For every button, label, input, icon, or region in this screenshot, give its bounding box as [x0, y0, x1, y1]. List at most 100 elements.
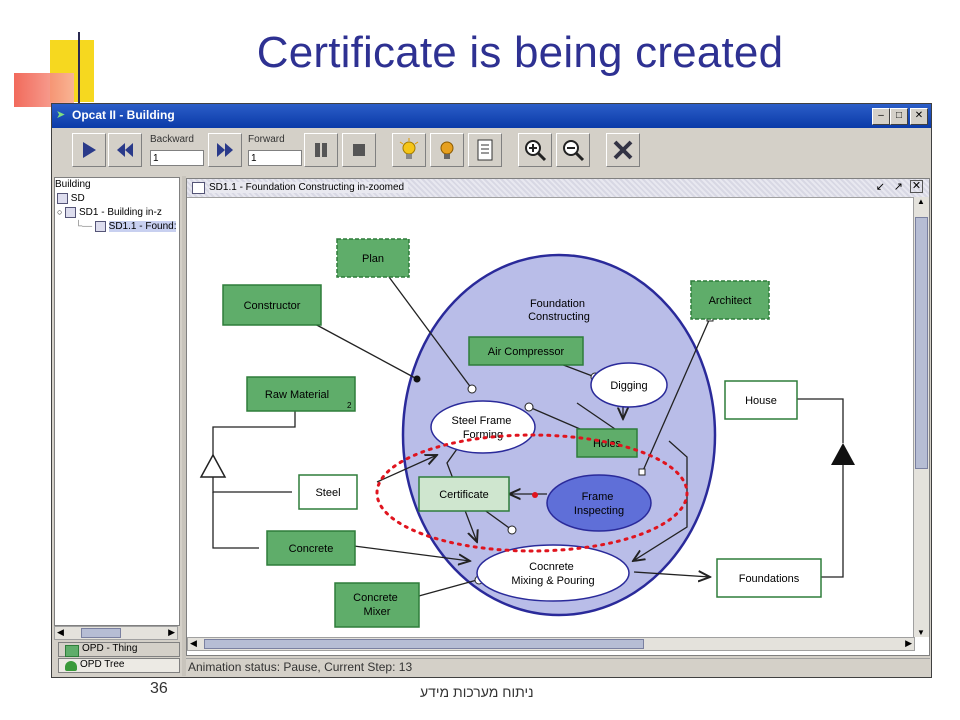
- backward-input[interactable]: [150, 150, 204, 166]
- object-architect[interactable]: Architect: [690, 280, 770, 320]
- tree-item-sd1[interactable]: ○ SD1 - Building in-z: [57, 207, 162, 218]
- object-plan[interactable]: Plan: [336, 238, 410, 278]
- tree-item-label: SD: [70, 193, 85, 205]
- diagram-icon: [57, 193, 68, 204]
- opd-diagram: Foundation Constructing: [199, 238, 855, 628]
- process-steel-frame-forming[interactable]: Steel Frame Forming: [430, 400, 536, 454]
- document-list-icon: [477, 139, 493, 161]
- slide-decoration-red: [14, 73, 74, 107]
- animation-status-text: Animation status: Pause, Current Step: 1…: [188, 660, 413, 674]
- object-foundations[interactable]: Foundations: [716, 558, 822, 598]
- panel-splitter[interactable]: [182, 176, 186, 676]
- close-icon[interactable]: ✕: [910, 180, 923, 193]
- tree-item-label: SD1.1 - Found:: [108, 221, 177, 233]
- scroll-up-icon[interactable]: ▲: [917, 197, 925, 206]
- tree-item-label: Building: [55, 179, 91, 190]
- maximize-button[interactable]: □: [890, 108, 908, 125]
- stop-button[interactable]: [342, 133, 376, 167]
- scroll-thumb[interactable]: [81, 628, 121, 638]
- minimize-icon[interactable]: ↙: [875, 181, 885, 193]
- object-label: Raw Material: [265, 389, 329, 401]
- agent-link-dot: [413, 375, 421, 383]
- object-air-compressor[interactable]: Air Compressor: [468, 336, 584, 366]
- zoom-in-button[interactable]: [518, 133, 552, 167]
- stop-animation-button[interactable]: [606, 133, 640, 167]
- diagram-window-titlebar[interactable]: SD1.1 - Foundation Constructing in-zoome…: [187, 179, 929, 198]
- object-steel[interactable]: Steel: [298, 474, 358, 510]
- rewind-icon: [117, 143, 133, 157]
- scroll-left-icon[interactable]: ◀: [190, 638, 197, 648]
- window-titlebar[interactable]: ➤ Opcat II - Building – □ ✕: [52, 104, 931, 128]
- scroll-thumb[interactable]: [915, 217, 928, 469]
- play-button[interactable]: [72, 133, 106, 167]
- bulb-off-button[interactable]: [430, 133, 464, 167]
- diagram-icon: [65, 207, 77, 218]
- close-x-icon: [613, 140, 633, 160]
- link-handle: [638, 468, 646, 476]
- object-holes[interactable]: Holes: [576, 428, 638, 458]
- minimize-button[interactable]: –: [872, 108, 890, 125]
- close-button[interactable]: ✕: [910, 108, 928, 125]
- object-house[interactable]: House: [724, 380, 798, 420]
- scroll-left-icon[interactable]: ◀: [57, 627, 64, 637]
- fast-forward-icon: [217, 143, 233, 157]
- instrument-link-dot: [467, 384, 477, 394]
- forward-input[interactable]: [248, 150, 302, 166]
- process-label: Digging: [610, 380, 647, 392]
- document-list-button[interactable]: [468, 133, 502, 167]
- tree-item-sd[interactable]: SD: [57, 193, 85, 204]
- highlight-dot: [532, 492, 538, 498]
- scroll-right-icon[interactable]: ▶: [905, 638, 912, 648]
- restore-icon[interactable]: ↗: [893, 181, 903, 193]
- diagram-horizontal-scrollbar[interactable]: ◀ ▶: [187, 637, 915, 651]
- label-line1: Steel Frame: [452, 415, 512, 427]
- zoom-out-button[interactable]: [556, 133, 590, 167]
- object-label: Architect: [709, 295, 752, 307]
- tree-horizontal-scrollbar[interactable]: ◀ ▶: [54, 626, 178, 640]
- scroll-right-icon[interactable]: ▶: [168, 627, 175, 637]
- scroll-down-icon[interactable]: ▼: [917, 628, 925, 637]
- backward-label: Backward: [150, 134, 194, 145]
- process-digging[interactable]: Digging: [590, 362, 668, 408]
- pause-button[interactable]: [304, 133, 338, 167]
- fast-forward-button[interactable]: [208, 133, 242, 167]
- object-label: Concrete: [289, 543, 334, 555]
- label-line2: Mixing & Pouring: [511, 575, 594, 587]
- process-frame-inspecting[interactable]: Frame Inspecting: [546, 474, 652, 532]
- slide-page-number: 36: [150, 680, 168, 697]
- object-concrete-mixer[interactable]: Concrete Mixer: [334, 582, 420, 628]
- label-line2: Mixer: [364, 606, 391, 618]
- tree-item-sd1-1[interactable]: └— SD1.1 - Found:: [75, 221, 177, 233]
- tree-icon: [65, 661, 77, 671]
- highlight-ellipse: [375, 433, 689, 553]
- diagram-window-icon: [192, 182, 205, 194]
- expand-icon: ○: [57, 207, 63, 218]
- zoom-out-icon: [563, 140, 585, 162]
- left-panel: Building SD ○ SD1 - Building in-z └— SD1…: [52, 176, 182, 676]
- object-raw-material[interactable]: Raw Material 2: [246, 376, 356, 412]
- pause-icon: [315, 143, 327, 157]
- diagram-vertical-scrollbar[interactable]: ▲ ▼: [913, 197, 929, 637]
- object-constructor[interactable]: Constructor: [222, 284, 322, 326]
- label-line1: Frame: [582, 491, 614, 503]
- label-line1: Cocnrete: [529, 561, 574, 573]
- object-certificate[interactable]: Certificate: [418, 476, 510, 512]
- thing-icon: [65, 645, 79, 657]
- zoom-in-icon: [525, 140, 547, 162]
- scroll-thumb[interactable]: [204, 639, 644, 649]
- bulb-on-button[interactable]: [392, 133, 426, 167]
- tree-item-root[interactable]: Building: [55, 179, 91, 190]
- tree-line: └—: [75, 221, 93, 233]
- process-concrete-mixing-pouring[interactable]: Cocnrete Mixing & Pouring: [476, 544, 630, 602]
- object-concrete[interactable]: Concrete: [266, 530, 356, 566]
- object-label: Holes: [593, 438, 622, 450]
- object-label: Plan: [362, 253, 384, 265]
- tab-opd-thing[interactable]: OPD - Thing: [58, 642, 180, 657]
- object-label: Certificate: [439, 489, 489, 501]
- tree-item-label: SD1 - Building in-z: [79, 207, 162, 219]
- app-icon: ➤: [56, 109, 66, 121]
- instrument-link-dot: [507, 525, 517, 535]
- tab-opd-tree[interactable]: OPD Tree: [58, 658, 180, 673]
- forward-label: Forward: [248, 134, 285, 145]
- rewind-button[interactable]: [108, 133, 142, 167]
